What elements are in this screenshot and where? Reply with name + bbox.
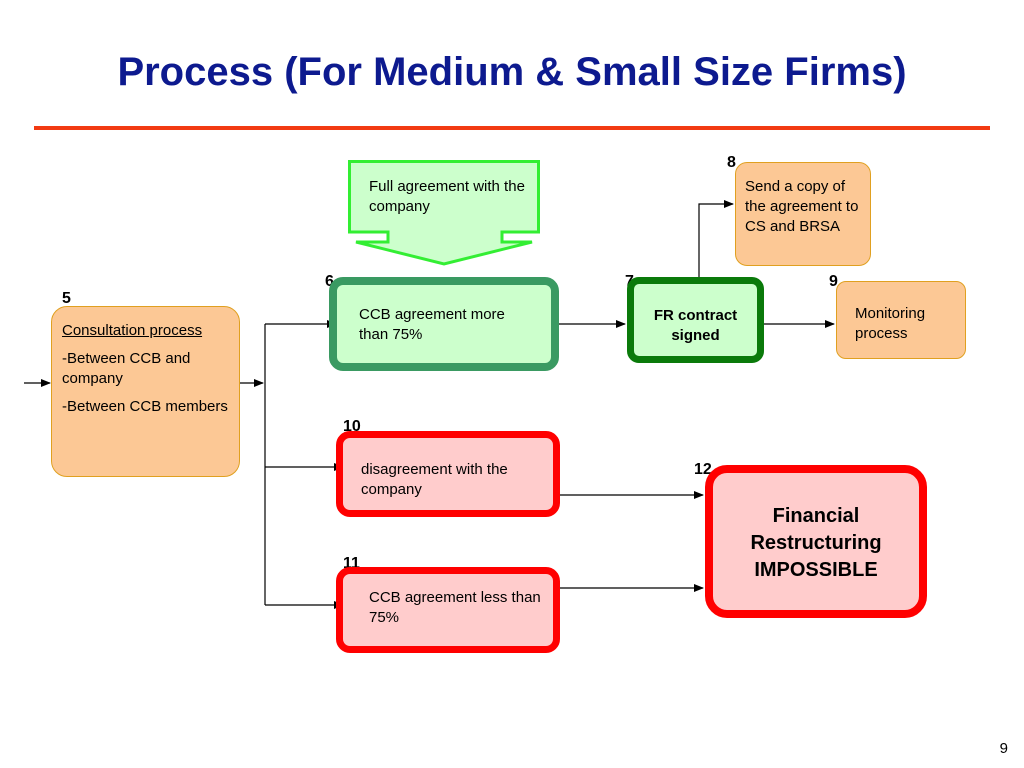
full-agreement-text: Full agreement with the company [369,178,525,215]
consultation-line-1: -Between CCB and company [62,350,191,387]
ccb-agreement-more-text: CCB agreement more than 75% [359,306,505,343]
page-number: 9 [999,740,1008,757]
consultation-process-box: Consultation process -Between CCB and co… [51,306,240,477]
full-agreement-arrow-shape [348,160,540,266]
page-title: Process (For Medium & Small Size Firms) [117,50,907,94]
fr-contract-signed-text: FR contract signed [653,307,738,344]
ccb-agreement-more-box: CCB agreement more than 75% [329,277,559,371]
impossible-line-3: IMPOSSIBLE [754,559,878,581]
impossible-line-2: Restructuring [750,532,882,554]
step-number-8: 8 [727,154,736,171]
impossible-line-1: Financial [772,505,860,527]
disagreement-text: disagreement with the company [361,461,508,498]
restructuring-impossible-box: Financial Restructuring IMPOSSIBLE [705,465,927,618]
monitoring-process-text: Monitoring process [855,305,926,342]
step-number-5: 5 [62,290,71,307]
step-number-10: 10 [343,418,361,435]
step-number-12: 12 [694,461,712,478]
step-number-9: 9 [829,273,838,290]
consultation-line-2: -Between CCB members [62,398,228,415]
fr-contract-signed-box: FR contract signed [627,277,764,363]
consultation-heading: Consultation process [62,322,203,339]
arrow-fr-to-send-copy [698,200,734,277]
monitoring-process-box: Monitoring process [836,281,966,359]
ccb-agreement-less-text: CCB agreement less than 75% [369,589,541,626]
send-copy-text: Send a copy of the agreement to CS and B… [745,178,859,235]
ccb-agreement-less-box: CCB agreement less than 75% [336,567,560,653]
step-number-6: 6 [325,273,334,290]
title-divider [34,126,990,130]
disagreement-box: disagreement with the company [336,431,560,517]
send-copy-box: Send a copy of the agreement to CS and B… [735,162,871,266]
